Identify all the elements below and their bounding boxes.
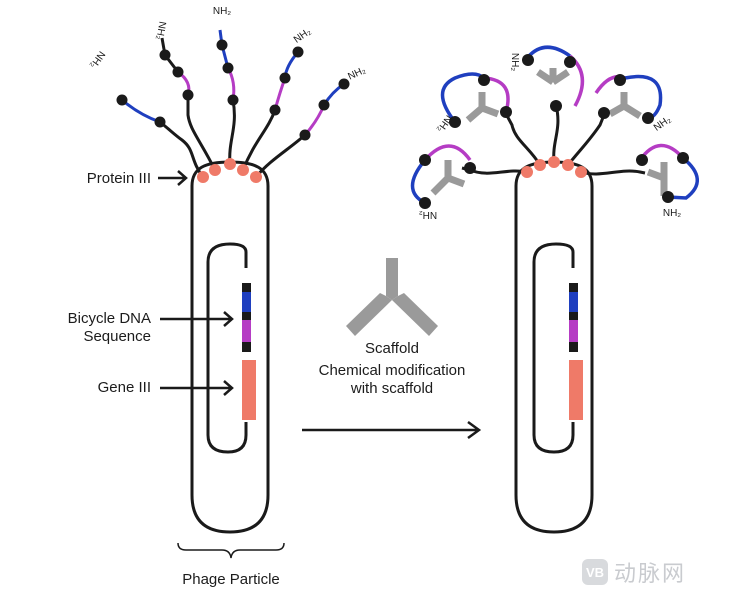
modification-arrow	[302, 420, 482, 440]
gene-iii-label: Gene III	[97, 379, 151, 396]
left-dna-blue-segment	[242, 292, 251, 312]
bicycle-dna-label-line2: Sequence	[83, 328, 151, 345]
phage-particle-label: Phage Particle	[182, 571, 280, 588]
right-protein-iii-nodes	[521, 156, 587, 178]
right-bicycle-nodes	[419, 54, 689, 209]
nh2-label: NH₂	[346, 65, 367, 83]
right-dna-black-2	[569, 312, 578, 320]
nh2-label: NH₂	[434, 113, 454, 134]
left-fiber-nodes	[116, 39, 350, 141]
left-dna-black-2	[242, 312, 251, 320]
left-protein-iii-nodes	[197, 158, 262, 183]
right-phage-outer-body	[514, 160, 594, 534]
nh2-label: NH₂	[652, 114, 673, 134]
right-phage	[410, 45, 699, 534]
left-phage	[116, 29, 350, 534]
left-dna-magenta-segment	[242, 320, 251, 342]
watermark-logo-icon: VB	[582, 559, 608, 585]
nh2-label: NH₂	[663, 208, 681, 219]
bicycle-dna-label-line1: Bicycle DNA	[67, 310, 151, 327]
nh2-label: NH₂	[419, 209, 437, 220]
left-dna-black-3	[242, 342, 251, 352]
protein-iii-label: Protein III	[86, 170, 151, 187]
right-dna-blue-segment	[569, 292, 578, 312]
nh2-label: NH₂	[87, 49, 107, 70]
annotation-arrows	[158, 170, 234, 396]
nh2-label: NH₂	[292, 26, 313, 46]
left-dna-black-1	[242, 283, 251, 292]
watermark: VB 动脉网	[582, 556, 686, 588]
left-dna-loop	[206, 242, 248, 454]
right-dna-loop	[532, 242, 575, 454]
left-gene-iii-block	[242, 360, 256, 420]
scaffold-label: Scaffold	[365, 340, 419, 357]
nh2-label: NH₂	[509, 53, 520, 71]
watermark-text: 动脉网	[614, 562, 687, 587]
right-dna-magenta-segment	[569, 320, 578, 342]
chemical-modification-label-line2: with scaffold	[350, 380, 434, 397]
right-dna-black-1	[569, 283, 578, 292]
right-gene-iii-block	[569, 360, 583, 420]
right-scaffolds	[430, 68, 668, 196]
nh2-label: NH₂	[153, 20, 167, 40]
nh2-label: NH₂	[213, 6, 231, 17]
phage-particle-bracket	[177, 542, 285, 559]
scaffold-icon	[346, 258, 438, 336]
left-phage-outer-body	[190, 160, 270, 534]
chemical-modification-label-line1: Chemical modification	[318, 362, 466, 379]
right-dna-black-3	[569, 342, 578, 352]
